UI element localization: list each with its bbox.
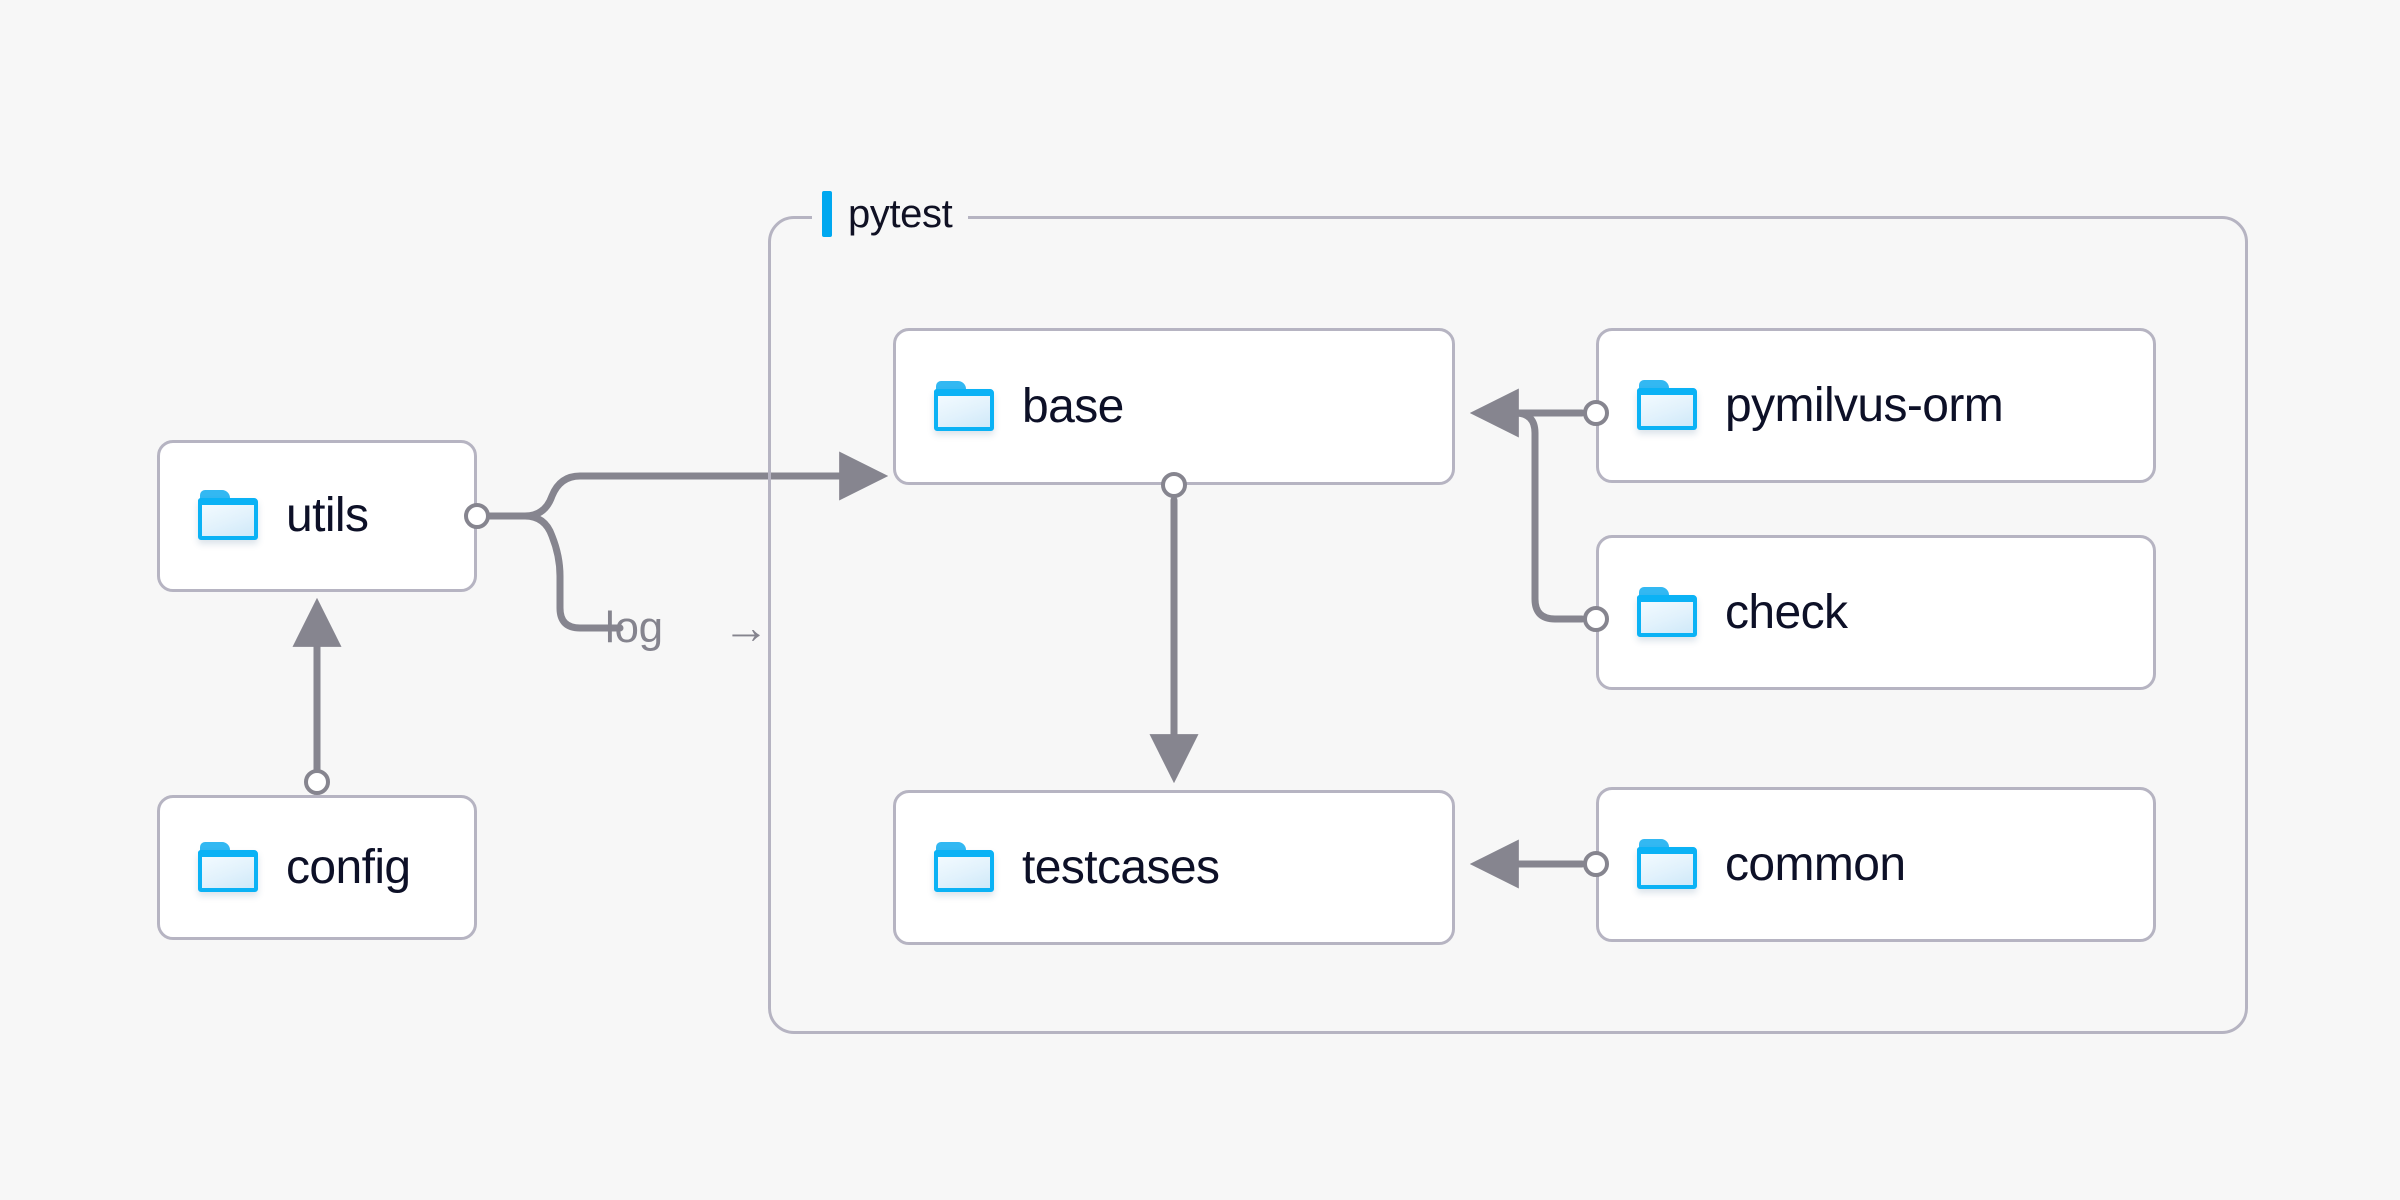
node-base[interactable]: base — [893, 328, 1455, 485]
folder-icon — [198, 841, 258, 894]
folder-icon — [198, 490, 258, 542]
node-check[interactable]: check — [1596, 535, 2156, 690]
folder-icon — [1637, 379, 1697, 432]
node-check-label: check — [1725, 585, 1848, 639]
node-testcases[interactable]: testcases — [893, 790, 1455, 945]
group-pytest-label: pytest — [812, 187, 969, 241]
folder-icon — [934, 380, 994, 433]
node-utils[interactable]: utils — [157, 440, 477, 592]
port-utils-right[interactable] — [464, 503, 490, 529]
folder-icon — [934, 841, 994, 894]
node-testcases-label: testcases — [1022, 840, 1220, 894]
node-pymilvus-orm[interactable]: pymilvus-orm — [1596, 328, 2156, 483]
edge-utils-log-stub — [486, 512, 624, 632]
port-pymilvus-orm-left[interactable] — [1583, 400, 1609, 426]
group-pytest-label-text: pytest — [848, 191, 953, 236]
folder-icon — [1637, 586, 1697, 639]
group-pytest[interactable] — [768, 216, 2248, 1034]
node-common[interactable]: common — [1596, 787, 2156, 942]
node-utils-label: utils — [286, 489, 369, 542]
port-utils-bottom[interactable] — [304, 769, 330, 795]
node-pymilvus-orm-label: pymilvus-orm — [1725, 378, 2004, 432]
port-common-left[interactable] — [1583, 851, 1609, 877]
port-check-left[interactable] — [1583, 606, 1609, 632]
edge-label-log: log — [605, 603, 663, 652]
node-config[interactable]: config — [157, 795, 477, 940]
port-base-bottom[interactable] — [1161, 472, 1187, 498]
folder-icon — [1637, 838, 1697, 891]
node-config-label: config — [286, 840, 411, 894]
edge-label-log-arrow-icon: → — [723, 601, 769, 653]
node-common-label: common — [1725, 837, 1906, 891]
node-base-label: base — [1022, 379, 1124, 433]
accent-bar-icon — [822, 191, 832, 237]
